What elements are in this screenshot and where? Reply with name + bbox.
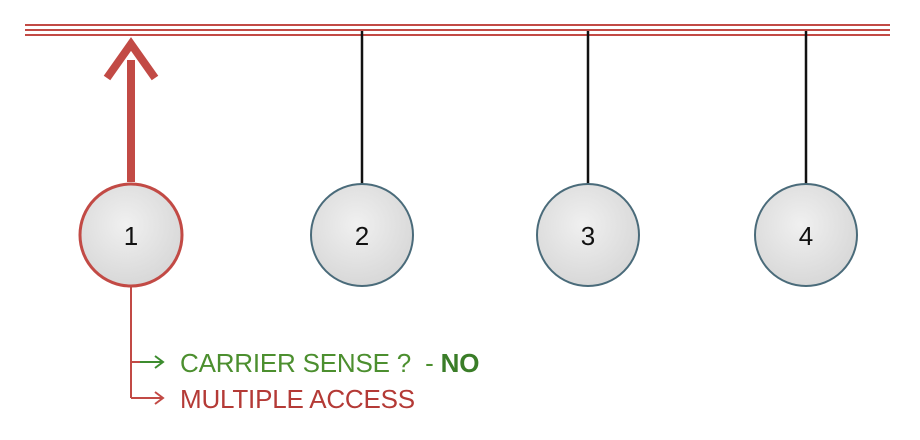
multiple-access-arrow-icon — [131, 391, 165, 405]
node-1-label: 1 — [124, 221, 138, 251]
node-4: 4 — [754, 183, 858, 287]
node-4-circle — [754, 183, 858, 287]
carrier-sense-separator: - — [425, 348, 434, 378]
multiple-access-text: MULTIPLE ACCESS — [180, 384, 415, 414]
carrier-sense-text: CARRIER SENSE ? — [180, 348, 412, 378]
node-3-label: 3 — [581, 221, 595, 251]
node-2: 2 — [310, 183, 414, 287]
node-4-label: 4 — [799, 221, 813, 251]
node-2-circle — [310, 183, 414, 287]
node-3: 3 — [536, 183, 640, 287]
node-3-circle — [536, 183, 640, 287]
carrier-sense-answer: NO — [440, 348, 480, 378]
shared-bus — [25, 24, 890, 36]
carrier-sense-arrow-icon — [131, 355, 165, 369]
node-2-label: 2 — [355, 221, 369, 251]
multiple-access-annotation: MULTIPLE ACCESS — [180, 384, 415, 414]
carrier-sense-annotation: CARRIER SENSE ? - NO — [180, 348, 479, 378]
node-1: 1 — [78, 182, 184, 288]
node-1-circle — [78, 182, 184, 288]
transmit-arrow-icon — [103, 37, 159, 182]
